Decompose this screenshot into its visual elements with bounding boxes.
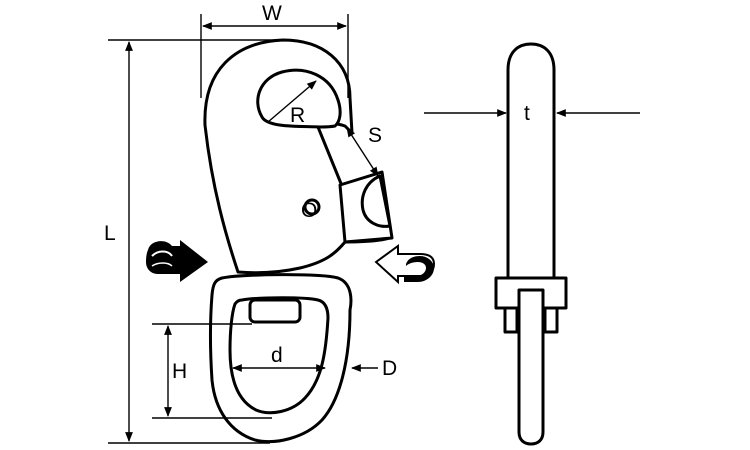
side-collar-right-tab	[543, 306, 559, 334]
eye-inner	[228, 296, 330, 415]
label-t: t	[524, 102, 530, 125]
dimension-eye-inner: d	[232, 344, 326, 372]
side-eye-stem	[517, 288, 545, 446]
side-shank	[506, 42, 556, 284]
side-collar-left-tab	[503, 306, 519, 334]
side-view	[494, 42, 568, 446]
hook-body	[203, 38, 394, 275]
label-o: O	[301, 199, 317, 222]
hinge-pin	[303, 198, 321, 216]
swivel-eye	[209, 273, 353, 444]
dimension-radius: R	[267, 80, 317, 127]
label-h: H	[172, 360, 187, 383]
dimension-thickness: t	[424, 102, 640, 125]
dimension-opening: S	[346, 124, 382, 177]
dimension-eye-height: H	[152, 323, 272, 419]
dimension-wire-diameter: D	[351, 357, 397, 380]
label-r: R	[290, 104, 305, 127]
label-l: L	[104, 222, 116, 245]
label-s: S	[368, 124, 382, 147]
label-d-inner: d	[271, 344, 283, 367]
swivel-neck	[248, 298, 302, 324]
dimension-length: L	[104, 39, 285, 444]
curved-arrow-right-filled-icon	[146, 240, 208, 282]
curved-arrow-left-outline-icon	[374, 244, 436, 285]
gate-latch	[360, 174, 392, 228]
label-w: W	[262, 2, 282, 25]
label-d-wire: D	[382, 357, 397, 380]
dimension-width: W	[200, 2, 349, 98]
